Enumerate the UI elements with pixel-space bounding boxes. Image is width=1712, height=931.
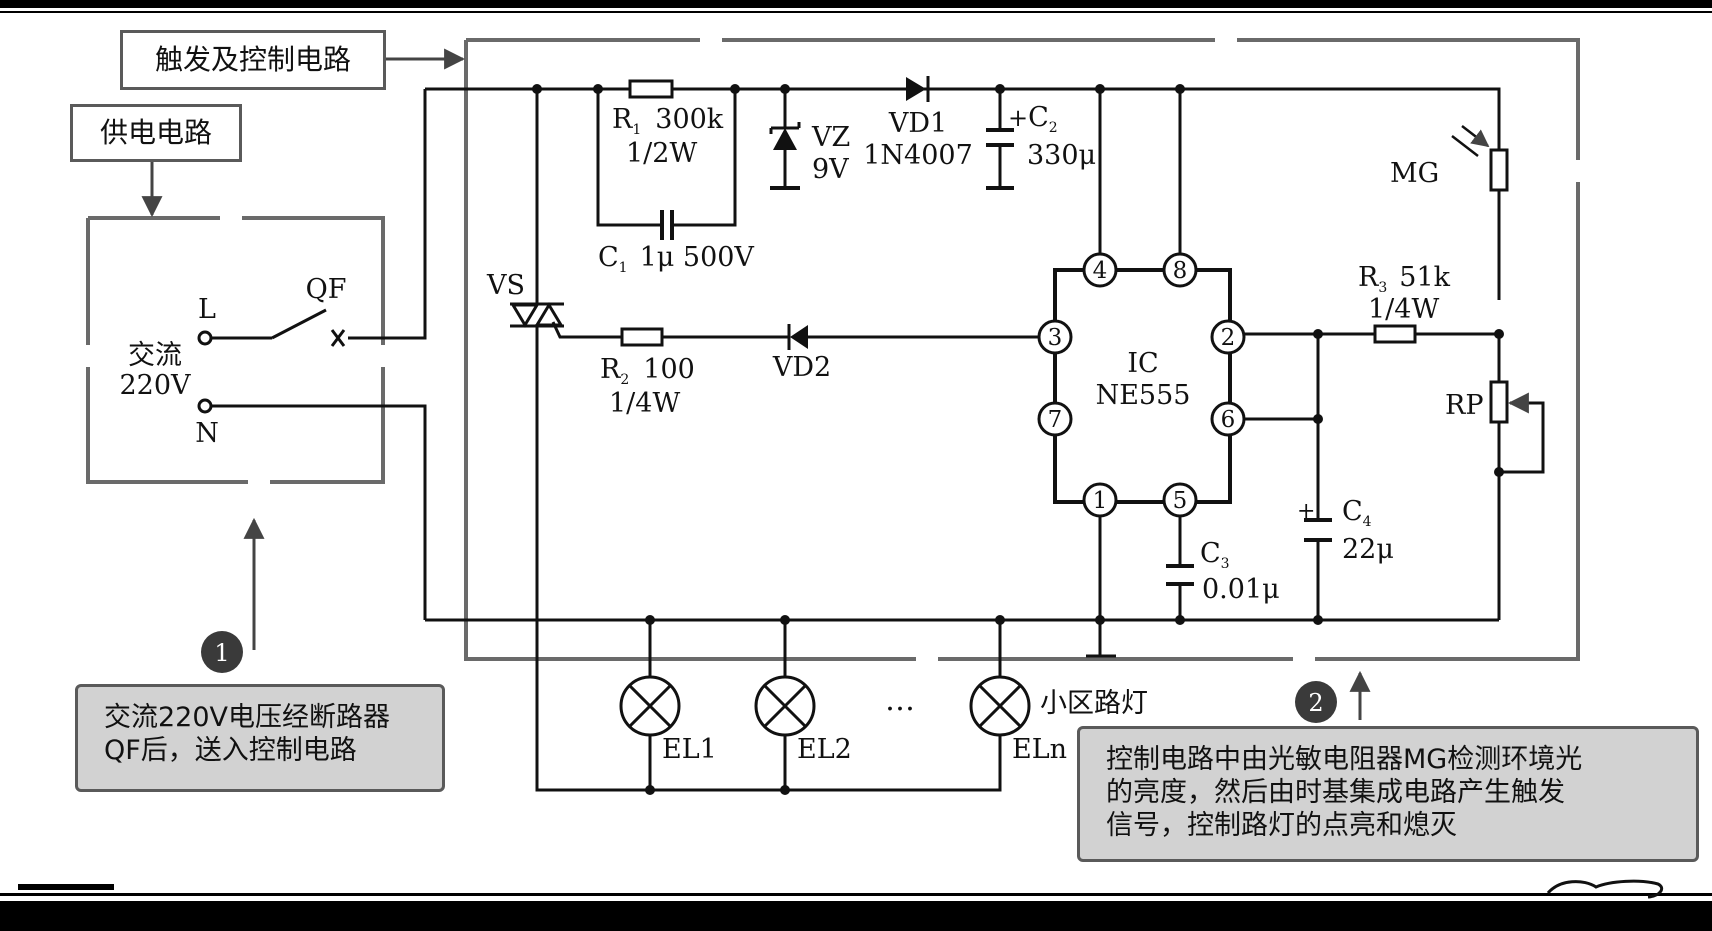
ac-label: 交流	[128, 340, 182, 371]
capacitor-c2: +C2 330μ	[986, 102, 1096, 190]
terminal-n-label: N	[195, 418, 219, 449]
svg-text:0.01μ: 0.01μ	[1202, 574, 1280, 605]
terminal-n	[197, 398, 213, 414]
svg-text:1: 1	[214, 639, 229, 667]
svg-text:1/2W: 1/2W	[626, 138, 697, 169]
zener-diode-vz: VZ 9V	[769, 122, 850, 190]
svg-text:7: 7	[1048, 407, 1063, 433]
callout-badge-2: 2	[1295, 681, 1337, 723]
terminal-l	[197, 330, 213, 346]
svg-text:VD1: VD1	[888, 108, 947, 139]
callout-2-line-1: 控制电路中由光敏电阻器MG检测环境光	[1106, 744, 1583, 775]
svg-text:1: 1	[1093, 488, 1108, 514]
voltage-label: 220V	[119, 370, 191, 401]
callout-1-box: 交流220V电压经断路器 QF后，送入控制电路	[75, 684, 445, 792]
ic-pins: 4 8 3 2 7 6 1 5	[1037, 252, 1246, 518]
potentiometer-rp: RP	[1445, 380, 1529, 424]
terminal-l-label: L	[198, 294, 216, 325]
svg-text:VD2: VD2	[772, 352, 831, 383]
svg-text:1/4W: 1/4W	[609, 388, 680, 419]
ic-ne555: IC NE555 4 8 3 2 7 6 1 5	[1037, 252, 1246, 518]
power-circuit-frame	[86, 216, 385, 484]
svg-text:VZ: VZ	[811, 122, 850, 153]
svg-text:EL2: EL2	[797, 734, 852, 765]
callout-2-line-2: 的亮度，然后由时基集成电路产生触发	[1106, 777, 1565, 808]
svg-text:9V: 9V	[812, 154, 849, 185]
callout-1-line-2: QF后，送入控制电路	[104, 735, 357, 766]
section-arrows	[141, 48, 1371, 720]
svg-text:MG: MG	[1390, 158, 1439, 189]
svg-text:+: +	[1297, 499, 1315, 524]
diode-vd1: VD1 1N4007	[863, 76, 973, 171]
svg-text:3: 3	[1048, 325, 1063, 351]
svg-text:EL1: EL1	[662, 734, 717, 765]
lamp-el2: EL2	[754, 675, 852, 765]
callout-1-line-1: 交流220V电压经断路器	[104, 702, 391, 733]
corner-decoration	[1546, 879, 1664, 899]
lamp-eln: ELn	[969, 675, 1067, 765]
svg-text:RP: RP	[1445, 390, 1484, 421]
capacitor-c1	[660, 210, 674, 240]
svg-text:2: 2	[1221, 325, 1236, 351]
lamp-ellipsis: …	[885, 683, 915, 718]
svg-text:1/4W: 1/4W	[1368, 294, 1439, 325]
top-rule-thick	[0, 0, 1712, 8]
svg-text:2: 2	[1308, 689, 1323, 717]
trigger-circuit-frame	[464, 38, 1580, 661]
power-supply-circuit-label: 供电电路	[70, 104, 242, 162]
triac-vs: VS	[486, 270, 564, 328]
svg-text:+C2: +C2	[1008, 102, 1058, 136]
bottom-left-bar	[18, 884, 114, 890]
svg-text:1N4007: 1N4007	[863, 140, 973, 171]
trigger-control-circuit-label: 触发及控制电路	[120, 30, 386, 90]
ac-source: 交流 220V L N QF	[119, 274, 346, 449]
svg-text:ELn: ELn	[1012, 734, 1067, 765]
bottom-rule-thin	[0, 893, 1712, 896]
svg-text:4: 4	[1093, 258, 1108, 284]
diode-vd2: VD2	[772, 324, 831, 383]
callout-badge-1: 1	[201, 631, 243, 673]
svg-text:8: 8	[1173, 258, 1188, 284]
breaker-qf-label: QF	[306, 274, 347, 305]
svg-text:6: 6	[1221, 407, 1236, 433]
svg-text:C3: C3	[1200, 538, 1230, 572]
photoresistor-mg: MG	[1390, 125, 1509, 192]
bottom-rule-thick	[0, 901, 1712, 931]
callout-2-box: 控制电路中由光敏电阻器MG检测环境光 的亮度，然后由时基集成电路产生触发 信号，…	[1077, 726, 1699, 862]
svg-text:330μ: 330μ	[1027, 140, 1096, 171]
lamp-el1: EL1	[619, 675, 717, 765]
svg-text:IC: IC	[1127, 348, 1158, 379]
svg-text:22μ: 22μ	[1342, 534, 1394, 565]
svg-text:VS: VS	[486, 270, 525, 301]
top-rule-thin	[0, 11, 1712, 13]
capacitor-c4: + C4 22μ	[1297, 496, 1394, 565]
svg-text:C4: C4	[1342, 496, 1372, 530]
junction-dots	[532, 84, 1504, 795]
capacitor-c3: C3 0.01μ	[1166, 538, 1280, 605]
callout-2-line-3: 信号，控制路灯的点亮和熄灭	[1106, 810, 1457, 841]
street-light-label: 小区路灯	[1040, 688, 1148, 719]
svg-text:5: 5	[1173, 488, 1188, 514]
svg-text:NE555: NE555	[1096, 380, 1191, 411]
